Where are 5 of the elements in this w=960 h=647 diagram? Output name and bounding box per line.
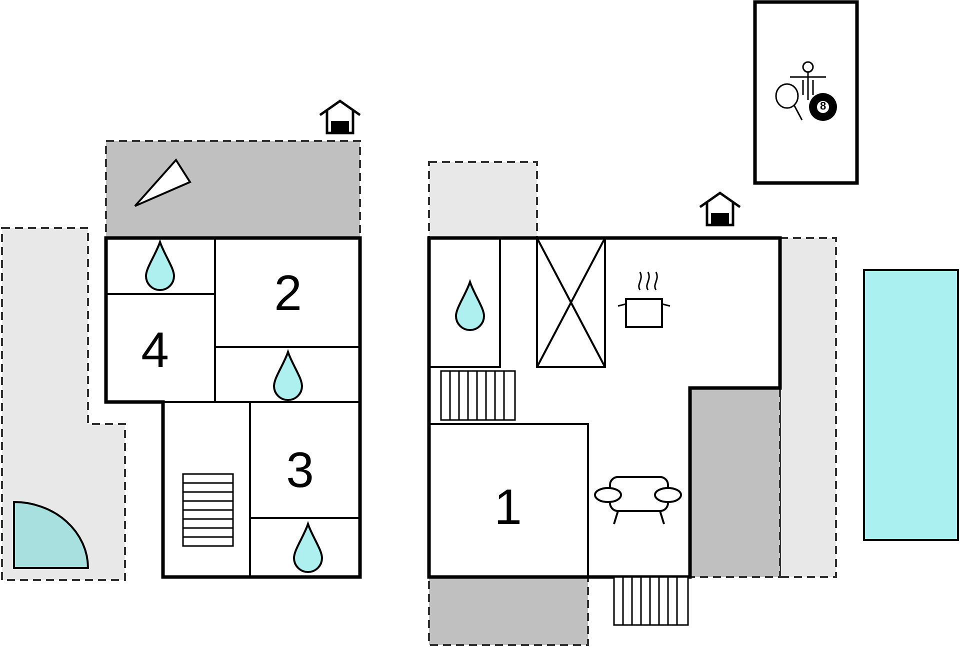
room-number: 2 [274,268,302,318]
room-number: 3 [286,445,314,495]
room-number: 1 [494,482,522,532]
ball-number: 8 [820,102,826,112]
room-number: 4 [141,325,169,375]
